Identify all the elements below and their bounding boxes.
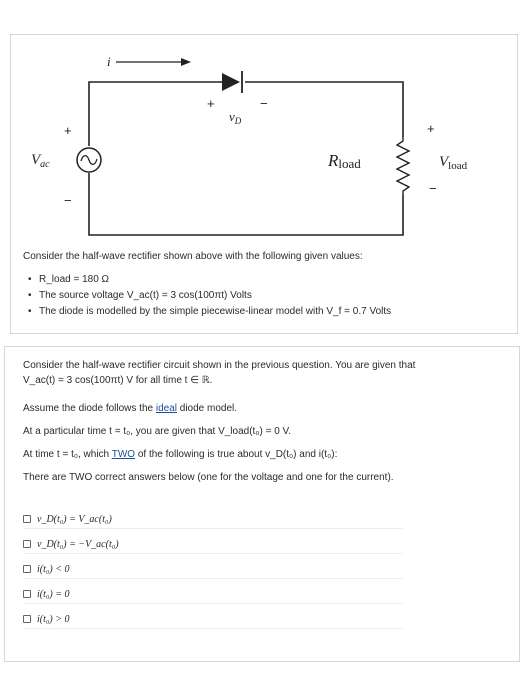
vload-minus: −	[429, 181, 437, 196]
resistor-symbol	[395, 137, 411, 195]
option-i-zero[interactable]: i(t₀) = 0	[23, 585, 403, 604]
question-line-3: Assume the diode follows the ideal diode…	[23, 403, 238, 414]
circuit-diagram: i + − vD + − Vac Rload + − Vload	[31, 54, 468, 236]
vd-minus: −	[260, 96, 268, 111]
vac-minus: −	[64, 193, 72, 208]
rload-label: Rload	[327, 151, 361, 171]
checkbox[interactable]	[23, 515, 31, 523]
given-bullet-diode: The diode is modelled by the simple piec…	[28, 305, 391, 319]
ac-source-symbol	[76, 147, 102, 173]
given-bullet-source: The source voltage V_ac(t) = 3 cos(100πt…	[28, 289, 252, 303]
current-arrow	[116, 58, 191, 66]
given-bullet-rload: R_load = 180 Ω	[28, 273, 109, 287]
vd-label: vD	[229, 109, 242, 126]
question-line-4: At a particular time t = t₀, you are giv…	[23, 426, 292, 437]
option-i-positive[interactable]: i(t₀) > 0	[23, 610, 403, 629]
vload-label: Vload	[439, 154, 468, 172]
option-vd-equals-vac[interactable]: v_D(t₀) = V_ac(t₀)	[23, 510, 403, 529]
checkbox[interactable]	[23, 565, 31, 573]
vac-label: Vac	[31, 152, 50, 170]
checkbox[interactable]	[23, 540, 31, 548]
ideal-link[interactable]: ideal	[155, 403, 177, 414]
question-panel: Consider the half-wave rectifier circuit…	[4, 346, 520, 662]
checkbox[interactable]	[23, 615, 31, 623]
checkbox[interactable]	[23, 590, 31, 598]
circuit-wires	[88, 81, 404, 236]
current-label: i	[107, 54, 111, 69]
two-link[interactable]: TWO	[111, 449, 136, 460]
vload-plus: +	[427, 121, 435, 136]
question-line-1: Consider the half-wave rectifier circuit…	[23, 360, 416, 371]
given-intro: Consider the half-wave rectifier shown a…	[23, 251, 363, 262]
diode-symbol	[222, 71, 243, 93]
question-line-5: At time t = t₀, which TWO of the followi…	[23, 449, 338, 460]
circuit-panel: i + − vD + − Vac Rload + − Vload Conside…	[10, 34, 518, 334]
question-line-6: There are TWO correct answers below (one…	[23, 472, 394, 483]
vd-plus: +	[207, 96, 215, 111]
option-i-negative[interactable]: i(t₀) < 0	[23, 560, 403, 579]
vac-plus: +	[64, 123, 72, 138]
question-line-2: V_ac(t) = 3 cos(100πt) V for all time t …	[23, 375, 213, 386]
option-vd-equals-neg-vac[interactable]: v_D(t₀) = −V_ac(t₀)	[23, 535, 403, 554]
